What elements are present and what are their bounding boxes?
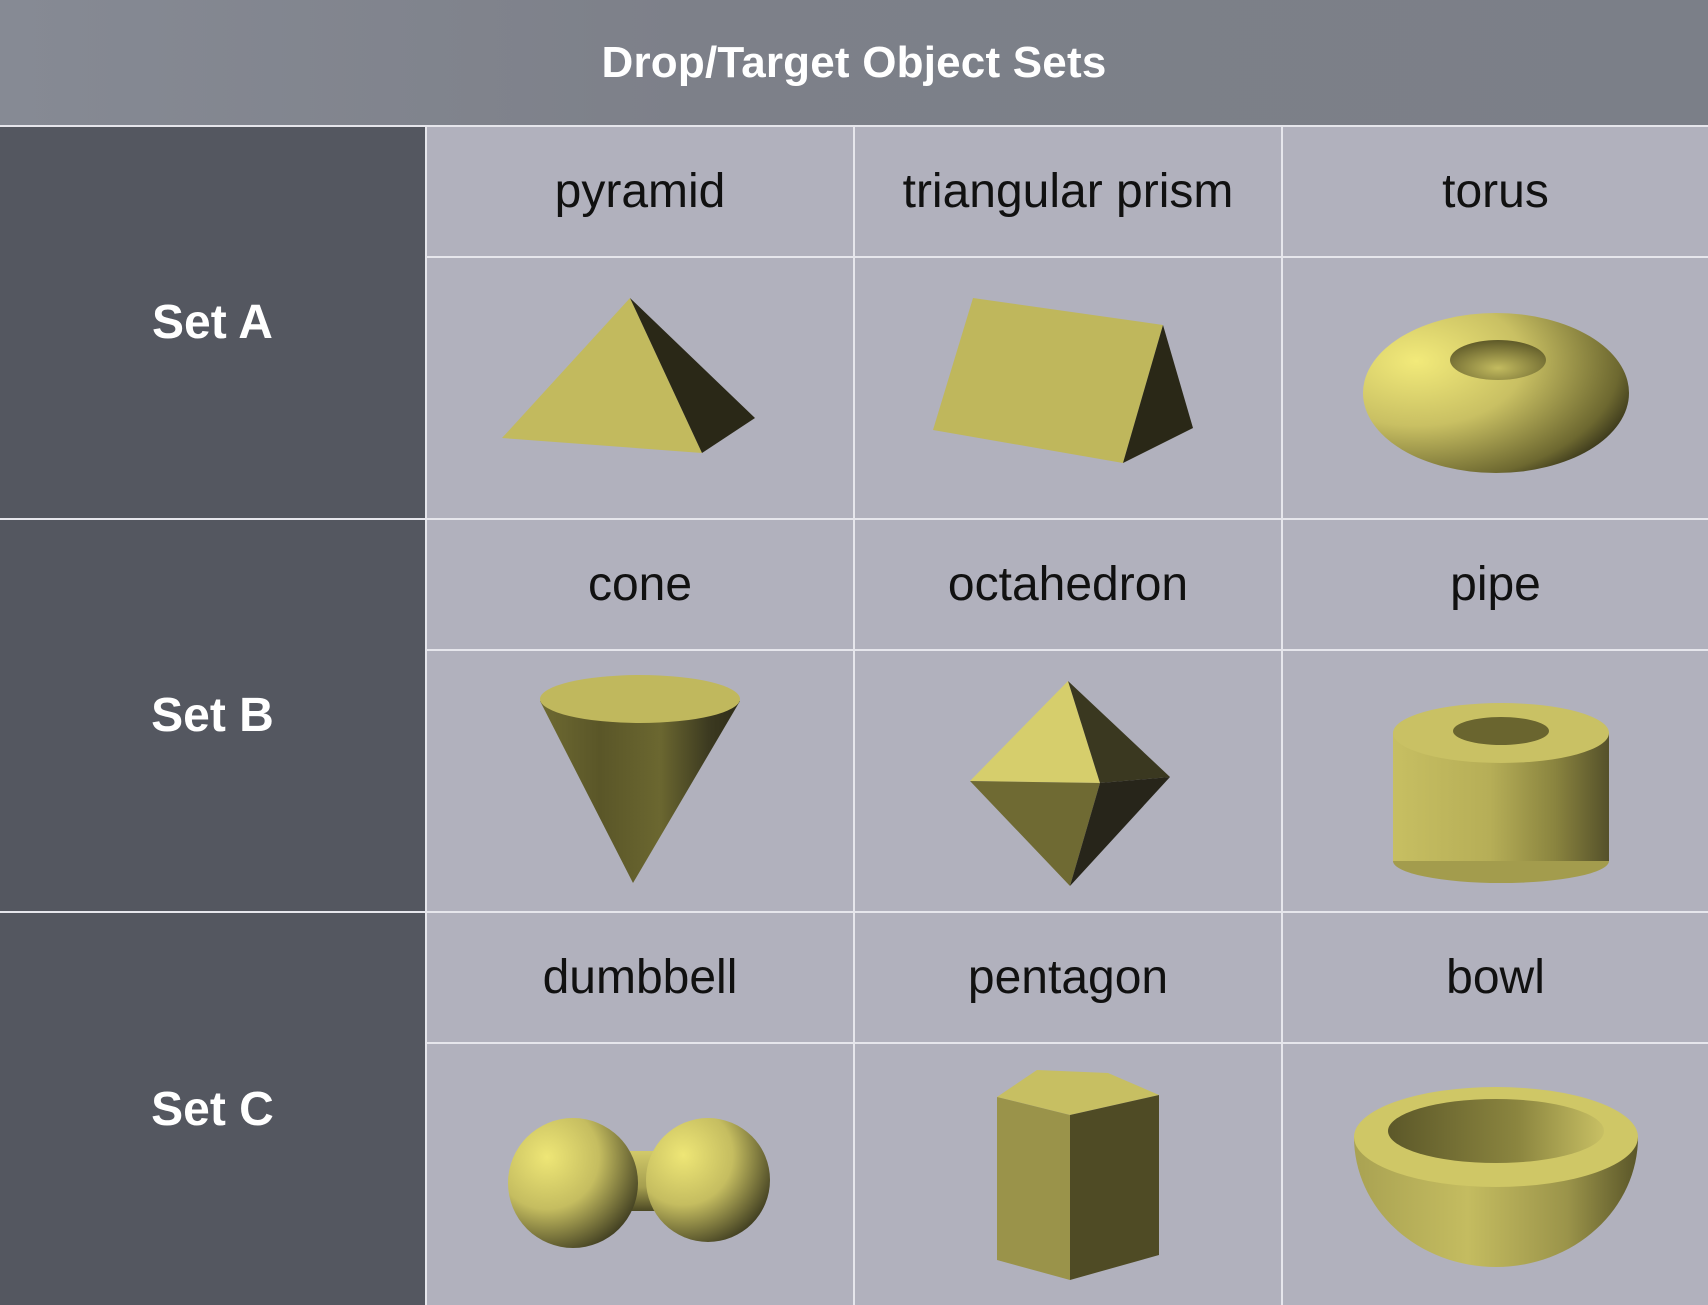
object-name-cone: cone	[427, 520, 855, 651]
set-c-label: Set C	[0, 913, 427, 1305]
object-name-pentagon: pentagon	[855, 913, 1283, 1044]
pentagon-cell	[855, 1044, 1283, 1305]
dumbbell-icon	[508, 1117, 770, 1248]
dumbbell-cell	[427, 1044, 855, 1305]
pyramid-cell	[427, 258, 855, 520]
torus-cell	[1283, 258, 1708, 520]
table-title: Drop/Target Object Sets	[0, 0, 1708, 127]
set-b-label: Set B	[0, 520, 427, 913]
octahedron-icon	[970, 681, 1170, 886]
pentagon-icon	[997, 1069, 1159, 1280]
torus-icon	[1362, 313, 1629, 473]
bowl-icon	[1353, 1086, 1638, 1267]
triangular-prism-cell	[855, 258, 1283, 520]
pipe-cell	[1283, 651, 1708, 913]
object-name-dumbbell: dumbbell	[427, 913, 855, 1044]
object-name-octahedron: octahedron	[855, 520, 1283, 651]
object-name-triangular-prism: triangular prism	[855, 127, 1283, 258]
octahedron-cell	[855, 651, 1283, 913]
pipe-icon	[1392, 703, 1609, 883]
object-name-torus: torus	[1283, 127, 1708, 258]
set-a-label: Set A	[0, 127, 427, 520]
pyramid-icon	[502, 298, 755, 453]
bowl-cell	[1283, 1044, 1708, 1305]
cone-cell	[427, 651, 855, 913]
object-name-bowl: bowl	[1283, 913, 1708, 1044]
cone-icon	[540, 675, 740, 883]
triangular-prism-icon	[933, 298, 1193, 463]
object-name-pyramid: pyramid	[427, 127, 855, 258]
object-name-pipe: pipe	[1283, 520, 1708, 651]
